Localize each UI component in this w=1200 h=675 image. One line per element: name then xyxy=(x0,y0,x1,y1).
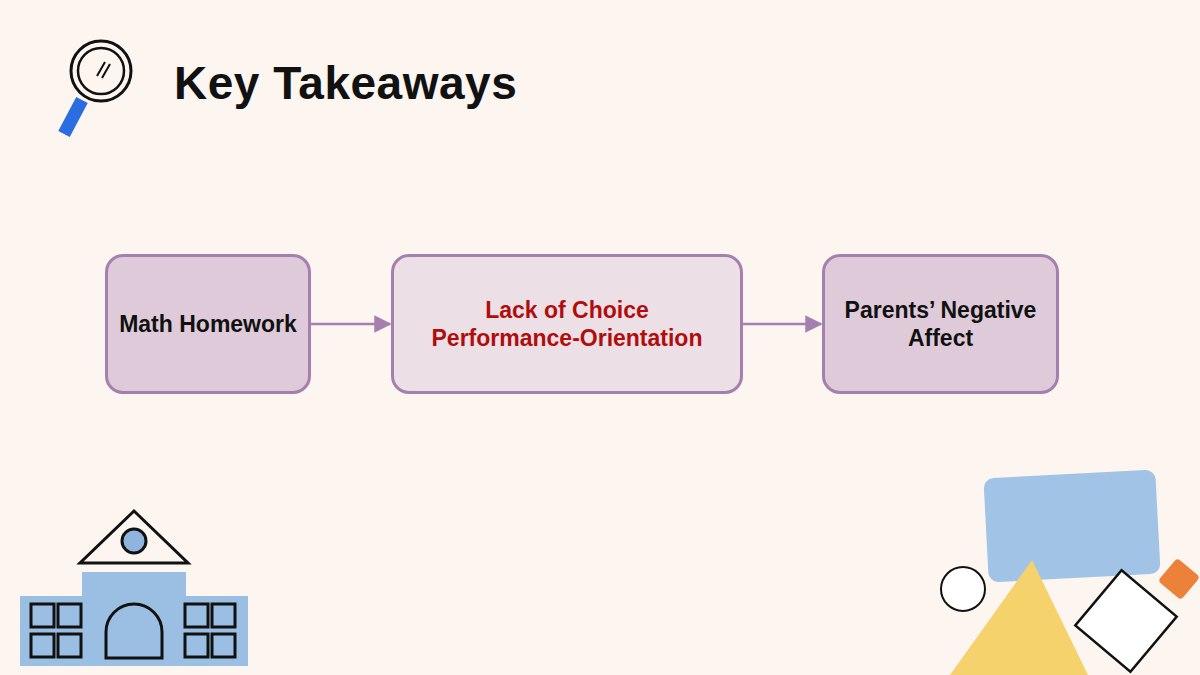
school-building xyxy=(20,511,248,666)
magnifier-icon xyxy=(64,41,131,134)
connector-group xyxy=(743,324,821,325)
box-label: Parents’ Negative Affect xyxy=(825,296,1056,352)
arrow-connector xyxy=(743,323,821,326)
slide-title: Key Takeaways xyxy=(174,56,517,110)
box-label: Performance-Orientation xyxy=(432,324,703,352)
process-box: Lack of ChoicePerformance-Orientation xyxy=(391,254,743,394)
process-box: Math Homework xyxy=(105,254,311,394)
connector-group xyxy=(311,324,390,325)
process-box: Parents’ Negative Affect xyxy=(822,254,1059,394)
box-label: Math Homework xyxy=(119,310,297,338)
box-label: Lack of Choice xyxy=(485,296,649,324)
decorative-shapes xyxy=(941,470,1200,675)
arrow-connector xyxy=(311,323,390,326)
